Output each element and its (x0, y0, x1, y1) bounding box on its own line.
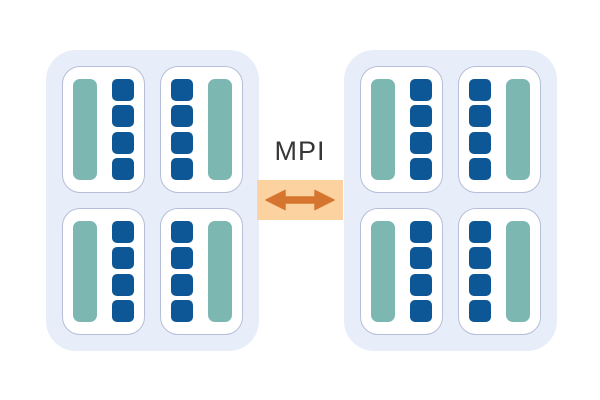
core (112, 157, 134, 180)
cpu-bar (73, 221, 97, 322)
core (171, 79, 193, 101)
core (469, 273, 491, 296)
double-arrow-icon (265, 189, 335, 211)
cpu-bar (506, 221, 530, 322)
core (171, 299, 193, 322)
cpu-bar (208, 221, 232, 322)
mpi-link-box (257, 180, 343, 220)
core (410, 157, 432, 180)
core (410, 79, 432, 101)
node-2 (344, 50, 557, 351)
core (469, 105, 491, 128)
core-column (410, 221, 432, 322)
core (112, 247, 134, 270)
core (112, 299, 134, 322)
core-column (112, 221, 134, 322)
core (410, 131, 432, 154)
mpi-label: MPI (274, 136, 326, 166)
core (469, 299, 491, 322)
core (410, 105, 432, 128)
cpu-bar (371, 79, 395, 180)
core (171, 273, 193, 296)
core (410, 247, 432, 270)
core (112, 105, 134, 128)
core (410, 221, 432, 243)
core-column (410, 79, 432, 180)
socket (62, 208, 145, 335)
core (171, 157, 193, 180)
socket (62, 66, 145, 193)
core (112, 79, 134, 101)
socket (458, 208, 541, 335)
core-column (171, 79, 193, 180)
core (469, 247, 491, 270)
core (469, 131, 491, 154)
core (112, 221, 134, 243)
socket (360, 66, 443, 193)
cpu-bar (208, 79, 232, 180)
cpu-bar (506, 79, 530, 180)
node-1 (46, 50, 259, 351)
core (171, 105, 193, 128)
core-column (171, 221, 193, 322)
core (410, 299, 432, 322)
core-column (469, 221, 491, 322)
core (469, 79, 491, 101)
core (112, 273, 134, 296)
core (410, 273, 432, 296)
core-column (469, 79, 491, 180)
socket (458, 66, 541, 193)
core (469, 221, 491, 243)
core (171, 131, 193, 154)
core (171, 221, 193, 243)
core (171, 247, 193, 270)
cpu-bar (371, 221, 395, 322)
cpu-bar (73, 79, 97, 180)
socket (160, 208, 243, 335)
core (469, 157, 491, 180)
socket (160, 66, 243, 193)
core-column (112, 79, 134, 180)
socket (360, 208, 443, 335)
core (112, 131, 134, 154)
